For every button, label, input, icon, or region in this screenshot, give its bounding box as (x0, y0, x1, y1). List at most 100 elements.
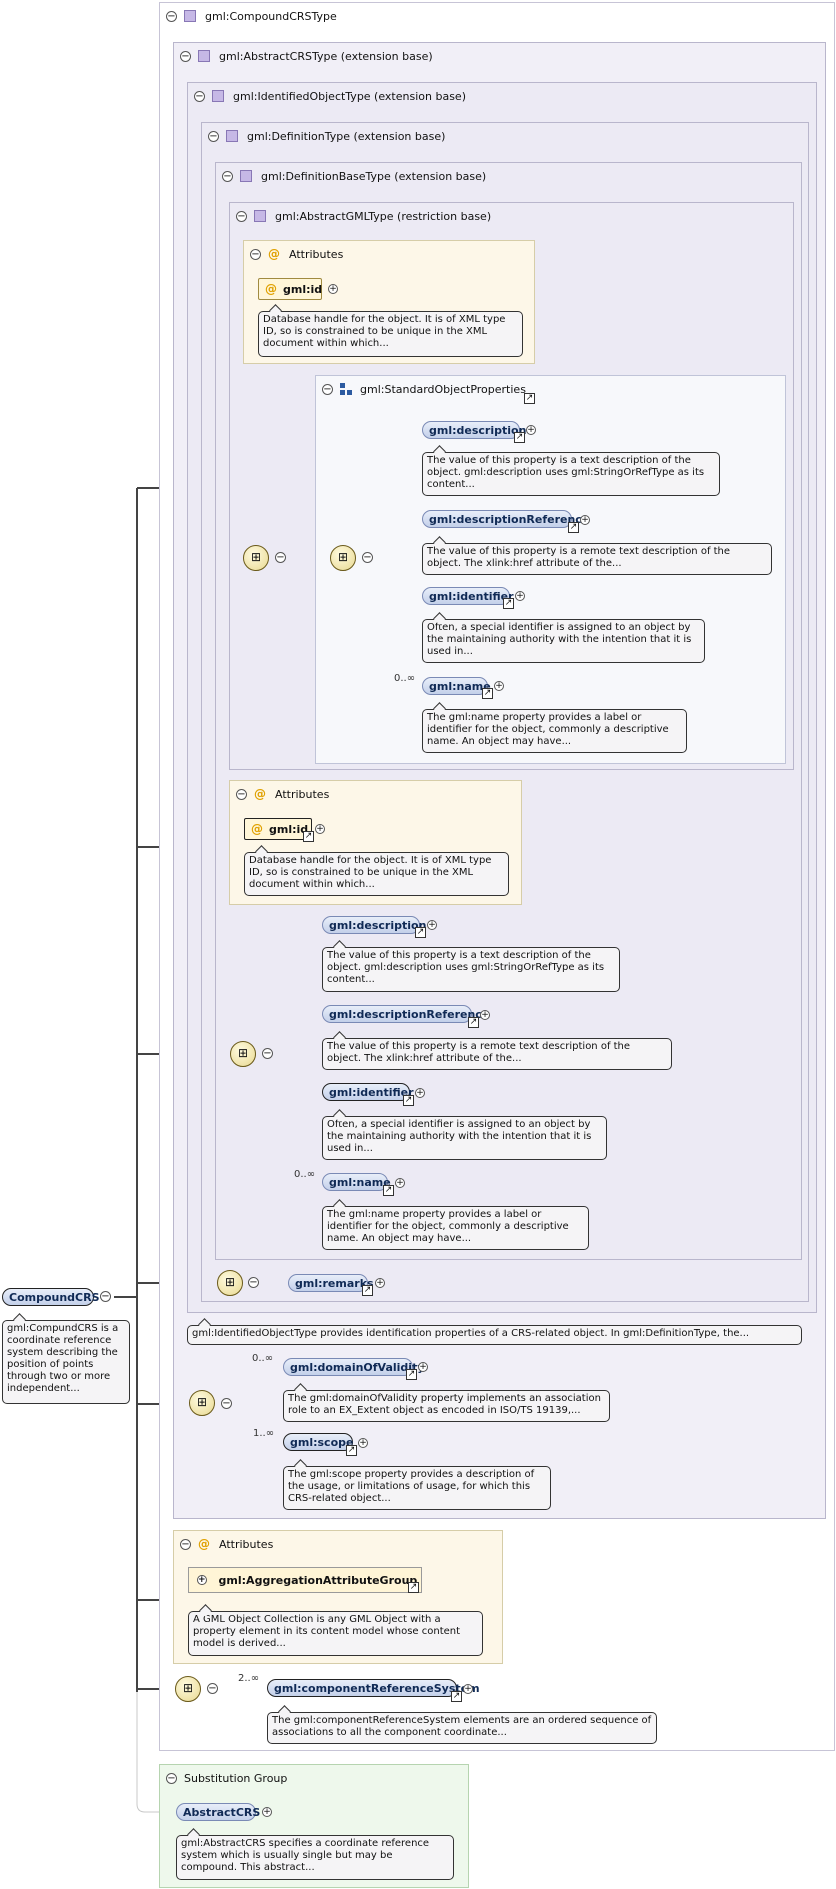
identifier-label: gml:identifier (329, 1085, 414, 1099)
link-arrow-icon[interactable]: ↗ (524, 393, 535, 404)
scope-desc: The gml:scope property provides a descri… (283, 1466, 551, 1510)
collapse-toggle[interactable]: − (180, 1538, 191, 1550)
description-reference-element[interactable]: gml:descriptionReference (422, 510, 589, 528)
link-arrow-icon[interactable]: ↗ (514, 432, 525, 443)
link-arrow-icon[interactable]: ↗ (346, 1445, 357, 1456)
identifier-element[interactable]: gml:identifier (422, 587, 514, 605)
identified-object-type-header: − gml:IdentifiedObjectType (extension ba… (194, 87, 466, 105)
complex-type-icon (184, 10, 196, 22)
link-arrow-icon[interactable]: ↗ (403, 1095, 414, 1106)
expand-toggle[interactable]: + (197, 1575, 207, 1585)
collapse-toggle[interactable]: − (100, 1291, 111, 1302)
domain-of-validity-label: gml:domainOfValidity (290, 1360, 425, 1374)
sequence-icon[interactable]: ⊞ (230, 1041, 256, 1067)
description-element[interactable]: gml:description (422, 421, 526, 439)
collapse-toggle[interactable]: − (322, 383, 333, 395)
standard-object-properties-header: − gml:StandardObjectProperties (322, 380, 526, 398)
description-reference-desc: The value of this property is a remote t… (422, 543, 772, 575)
attribute-icon: @ (268, 247, 280, 261)
root-element-label: CompoundCRS (9, 1290, 100, 1304)
link-arrow-icon[interactable]: ↗ (482, 688, 493, 699)
scope-element[interactable]: gml:scope (283, 1433, 353, 1451)
definition-type-header: − gml:DefinitionType (extension base) (208, 127, 445, 145)
gml-id-label: gml:id (269, 822, 309, 836)
expand-toggle[interactable]: + (375, 1278, 385, 1288)
collapse-toggle[interactable]: − (248, 1277, 259, 1288)
link-arrow-icon[interactable]: ↗ (303, 831, 314, 842)
gml-id-attribute[interactable]: @ gml:id (258, 278, 322, 300)
expand-toggle[interactable]: + (395, 1178, 405, 1188)
root-element[interactable]: CompoundCRS (2, 1288, 100, 1306)
sequence-icon[interactable]: ⊞ (175, 1676, 201, 1702)
identifier-label: gml:identifier (429, 589, 514, 603)
collapse-toggle[interactable]: − (250, 248, 261, 260)
expand-toggle[interactable]: + (427, 920, 437, 930)
sequence-icon[interactable]: ⊞ (189, 1390, 215, 1416)
link-arrow-icon[interactable]: ↗ (415, 927, 426, 938)
expand-toggle[interactable]: + (515, 591, 525, 601)
standard-object-properties-label: gml:StandardObjectProperties (360, 382, 526, 396)
description-reference-element[interactable]: gml:descriptionReference (322, 1005, 489, 1023)
collapse-toggle[interactable]: − (222, 170, 233, 182)
domain-of-validity-element[interactable]: gml:domainOfValidity (283, 1358, 425, 1376)
definition-base-type-label: gml:DefinitionBaseType (extension base) (261, 169, 487, 183)
group-icon (340, 383, 352, 395)
sequence-icon[interactable]: ⊞ (243, 545, 269, 571)
link-arrow-icon[interactable]: ↗ (383, 1185, 394, 1196)
component-reference-system-element[interactable]: gml:componentReferenceSystem (267, 1679, 480, 1697)
expand-toggle[interactable]: + (463, 1684, 473, 1694)
link-arrow-icon[interactable]: ↗ (408, 1582, 419, 1593)
abstract-crs-type-label: gml:AbstractCRSType (extension base) (219, 49, 433, 63)
expand-toggle[interactable]: + (580, 515, 590, 525)
expand-toggle[interactable]: + (315, 824, 325, 834)
aggregation-attribute-group[interactable]: + gml:AggregationAttributeGroup (188, 1567, 422, 1593)
expand-toggle[interactable]: + (526, 425, 536, 435)
identifier-element[interactable]: gml:identifier (322, 1083, 414, 1101)
collapse-toggle[interactable]: − (207, 1683, 218, 1694)
attributes-header: − @ Attributes (236, 785, 329, 803)
expand-toggle[interactable]: + (262, 1807, 272, 1817)
collapse-toggle[interactable]: − (166, 1772, 177, 1784)
link-arrow-icon[interactable]: ↗ (468, 1017, 479, 1028)
link-arrow-icon[interactable]: ↗ (406, 1369, 417, 1380)
collapse-toggle[interactable]: − (236, 210, 247, 222)
expand-toggle[interactable]: + (480, 1010, 490, 1020)
description-label: gml:description (429, 423, 527, 437)
name-element[interactable]: gml:name (322, 1173, 391, 1191)
complex-type-icon (212, 90, 224, 102)
substitution-group-header: − Substitution Group (166, 1769, 287, 1787)
collapse-toggle[interactable]: − (362, 552, 373, 563)
attributes-label: Attributes (289, 247, 344, 261)
link-arrow-icon[interactable]: ↗ (451, 1691, 462, 1702)
collapse-toggle[interactable]: − (236, 788, 247, 800)
expand-toggle[interactable]: + (415, 1088, 425, 1098)
collapse-toggle[interactable]: − (275, 552, 286, 563)
complex-type-icon (226, 130, 238, 142)
collapse-toggle[interactable]: − (194, 90, 205, 102)
expand-toggle[interactable]: + (494, 681, 504, 691)
abstract-gml-type-label: gml:AbstractGMLType (restriction base) (275, 209, 492, 223)
expand-toggle[interactable]: + (328, 284, 338, 294)
collapse-toggle[interactable]: − (166, 10, 177, 22)
link-arrow-icon[interactable]: ↗ (362, 1285, 373, 1296)
link-arrow-icon[interactable]: ↗ (568, 522, 579, 533)
collapse-toggle[interactable]: − (221, 1398, 232, 1409)
name-desc: The gml:name property provides a label o… (322, 1206, 589, 1250)
description-element[interactable]: gml:description (322, 916, 426, 934)
sequence-icon[interactable]: ⊞ (330, 545, 356, 571)
abstract-crs-element[interactable]: AbstractCRS (176, 1803, 260, 1821)
gml-id-attribute[interactable]: @ gml:id (244, 818, 312, 840)
collapse-toggle[interactable]: − (208, 130, 219, 142)
link-arrow-icon[interactable]: ↗ (503, 598, 514, 609)
cardinality-label: 0..∞ (252, 1353, 274, 1364)
collapse-toggle[interactable]: − (180, 50, 191, 62)
sequence-icon[interactable]: ⊞ (217, 1270, 243, 1296)
expand-toggle[interactable]: + (358, 1438, 368, 1448)
root-description: gml:CompundCRS is a coordinate reference… (2, 1320, 130, 1404)
expand-toggle[interactable]: + (418, 1362, 428, 1372)
collapse-toggle[interactable]: − (262, 1048, 273, 1059)
name-element[interactable]: gml:name (422, 677, 491, 695)
attribute-icon: @ (265, 282, 277, 296)
complex-type-icon (254, 210, 266, 222)
remarks-element[interactable]: gml:remarks (288, 1274, 374, 1292)
